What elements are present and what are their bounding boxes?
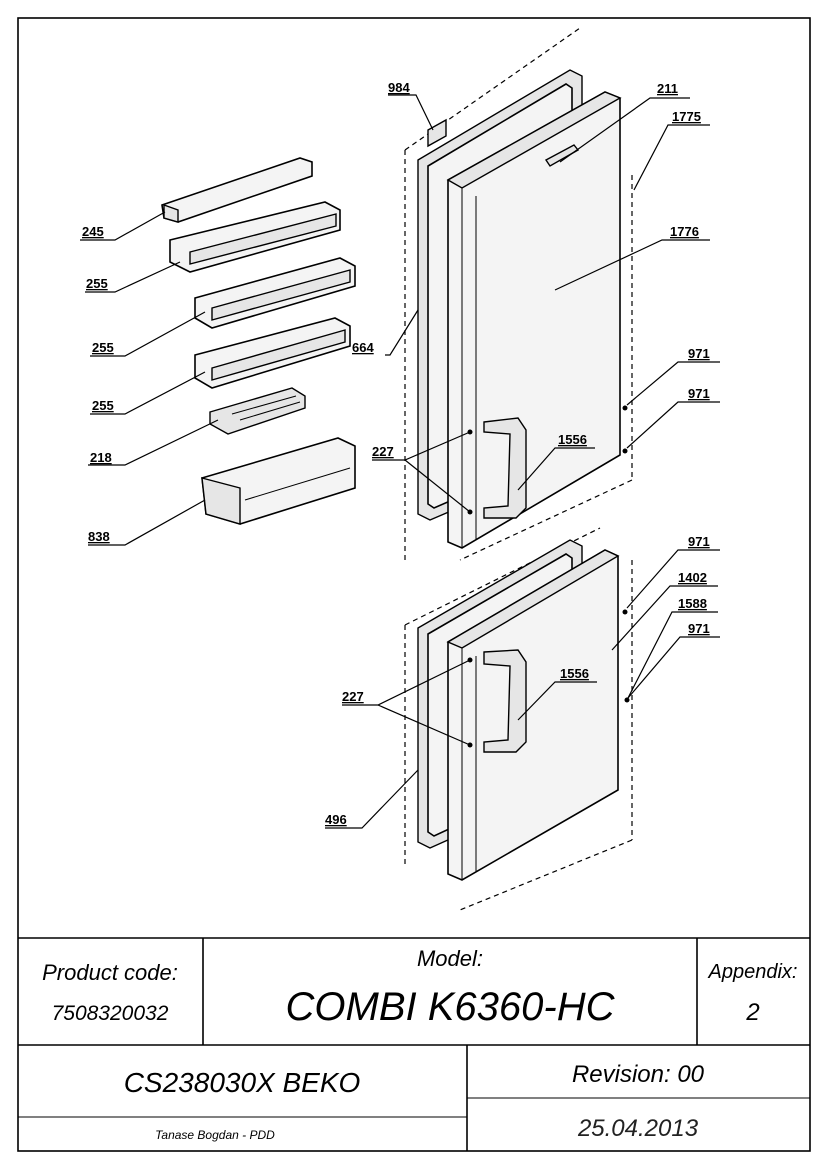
leader-lines — [80, 94, 720, 829]
door-handle-lower — [483, 649, 527, 753]
guide-line — [459, 479, 633, 561]
lower-door-assembly — [404, 527, 633, 911]
appendix-value: 2 — [745, 999, 759, 1026]
callout-labels: 984 211 1775 1776 245 255 255 255 664 21… — [82, 80, 710, 827]
guide-line — [459, 839, 633, 911]
appendix-label: Appendix: — [708, 961, 798, 983]
leader-255-3 — [90, 371, 206, 415]
callout-971-4: 971 — [688, 621, 710, 636]
author: Tanase Bogdan - PDD — [155, 1128, 275, 1142]
egg-tray-ribs — [231, 395, 301, 421]
door-bin-2-tray — [211, 269, 351, 321]
callout-971-3: 971 — [688, 534, 710, 549]
title-block: Product code: 7508320032 Model: COMBI K6… — [18, 937, 810, 1151]
leader-971-1 — [626, 361, 720, 406]
leader-255-2 — [90, 311, 206, 357]
leader-245 — [80, 211, 166, 241]
top-cap — [544, 144, 580, 167]
model-label: Model: — [417, 946, 483, 971]
callout-496: 496 — [325, 812, 347, 827]
callout-211: 211 — [657, 81, 678, 96]
callout-1588: 1588 — [678, 596, 707, 611]
door-bin-3-tray — [211, 329, 346, 381]
leader-227-1b — [404, 459, 471, 513]
leader-664 — [385, 309, 419, 356]
hinge-pin — [622, 405, 628, 411]
leader-227-2b — [377, 704, 471, 746]
leader-971-2 — [626, 401, 720, 449]
callout-1776: 1776 — [670, 224, 699, 239]
lower-door-top-edge — [446, 549, 620, 649]
callout-1402: 1402 — [678, 570, 707, 585]
leader-1588 — [627, 611, 718, 699]
product-code-label: Product code: — [42, 960, 178, 985]
leader-1776 — [554, 239, 710, 291]
door-shelves — [161, 157, 356, 525]
door-handle-upper — [483, 417, 527, 519]
leader-1402 — [611, 585, 718, 651]
document-code: CS238030X BEKO — [124, 1067, 361, 1098]
callout-971-2: 971 — [688, 386, 710, 401]
model-value: COMBI K6360-HC — [286, 985, 616, 1029]
upper-door-top-edge — [446, 91, 622, 189]
leader-971-3 — [626, 549, 720, 609]
large-door-bin-front — [201, 477, 241, 525]
hinge-pin — [624, 697, 630, 703]
upper-door-assembly — [404, 27, 633, 561]
callout-664: 664 — [352, 340, 374, 355]
callout-218: 218 — [90, 450, 112, 465]
leader-838 — [88, 499, 206, 546]
callout-1775: 1775 — [672, 109, 701, 124]
egg-tray — [209, 387, 306, 435]
door-bin-1-tray — [189, 213, 337, 265]
callout-838: 838 — [88, 529, 110, 544]
leader-1556-2 — [517, 681, 597, 721]
callout-227-2: 227 — [342, 689, 364, 704]
callout-255-3: 255 — [92, 398, 114, 413]
product-code-value: 7508320032 — [52, 1002, 169, 1025]
hinge-pin — [622, 448, 628, 454]
callout-255-2: 255 — [92, 340, 114, 355]
label-plate — [427, 118, 447, 148]
shelf-lid-end — [163, 204, 179, 223]
leader-971-4 — [627, 636, 720, 699]
leader-218 — [88, 419, 219, 466]
callout-971-1: 971 — [688, 346, 710, 361]
callout-227-1: 227 — [372, 444, 394, 459]
leader-1775 — [633, 124, 710, 191]
callout-984: 984 — [388, 80, 410, 95]
hinge-pin — [622, 609, 628, 615]
callout-255-1: 255 — [86, 276, 108, 291]
callout-1556-2: 1556 — [560, 666, 589, 681]
date: 25.04.2013 — [577, 1115, 699, 1142]
revision: Revision: 00 — [572, 1061, 705, 1088]
callout-245: 245 — [82, 224, 104, 239]
callout-1556-1: 1556 — [558, 432, 587, 447]
leader-211 — [559, 97, 690, 163]
leader-255-1 — [85, 261, 181, 293]
leader-1556-1 — [517, 447, 595, 491]
leader-984 — [388, 94, 434, 131]
large-door-bin-edge — [244, 467, 351, 501]
leader-496 — [325, 769, 419, 829]
drawing-border — [17, 17, 811, 1152]
